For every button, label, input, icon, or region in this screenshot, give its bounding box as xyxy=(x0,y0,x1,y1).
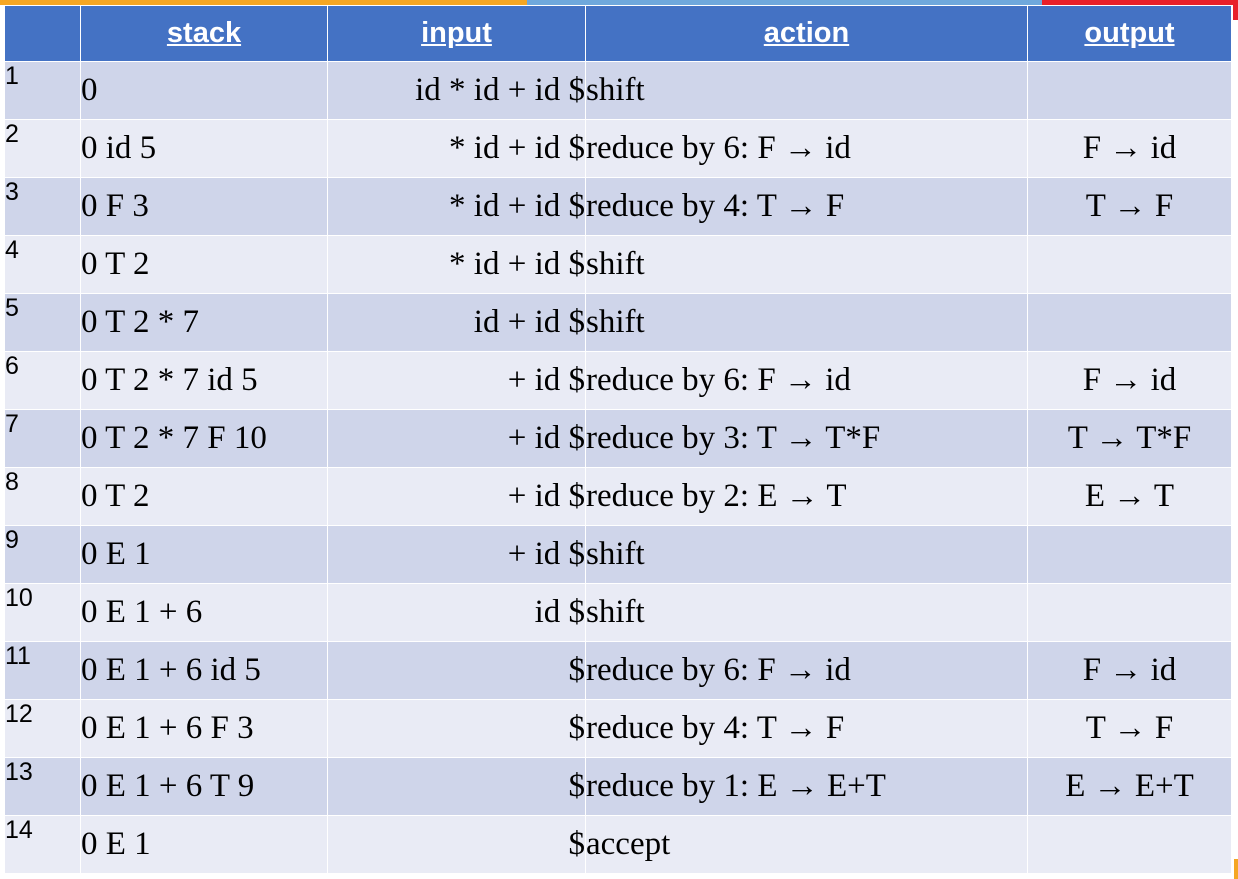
stack-cell: 0 E 1 + 6 xyxy=(80,583,328,642)
row-number: 13 xyxy=(4,757,81,816)
top-accent-orange xyxy=(0,0,527,5)
stack-cell: 0 xyxy=(80,61,328,120)
input-cell: * id + id $ xyxy=(327,235,586,294)
action-cell: reduce by 2: E → T xyxy=(585,467,1028,526)
row-number: 4 xyxy=(4,235,81,294)
action-cell: shift xyxy=(585,235,1028,294)
stack-cell: 0 id 5 xyxy=(80,119,328,178)
header-output: output xyxy=(1027,5,1232,62)
header-row: stack input action output xyxy=(4,5,1232,62)
stack-cell: 0 T 2 * 7 F 10 xyxy=(80,409,328,468)
stack-cell: 0 E 1 xyxy=(80,525,328,584)
input-cell: id + id $ xyxy=(327,293,586,352)
action-cell: reduce by 1: E → E+T xyxy=(585,757,1028,816)
input-cell: $ xyxy=(327,815,586,874)
top-accent-blue xyxy=(527,0,1042,5)
row-number: 7 xyxy=(4,409,81,468)
row-number: 9 xyxy=(4,525,81,584)
top-accent-red xyxy=(1042,0,1238,5)
action-cell: accept xyxy=(585,815,1028,874)
output-cell: T → F xyxy=(1027,177,1232,236)
output-cell: E → E+T xyxy=(1027,757,1232,816)
output-cell: T → F xyxy=(1027,699,1232,758)
input-cell: + id $ xyxy=(327,409,586,468)
row-number: 5 xyxy=(4,293,81,352)
header-action: action xyxy=(585,5,1028,62)
action-cell: reduce by 4: T → F xyxy=(585,699,1028,758)
input-cell: id $ xyxy=(327,583,586,642)
output-cell: T → T*F xyxy=(1027,409,1232,468)
row-number: 3 xyxy=(4,177,81,236)
row-number: 11 xyxy=(4,641,81,700)
stack-cell: 0 E 1 + 6 T 9 xyxy=(80,757,328,816)
output-cell xyxy=(1027,293,1232,352)
output-cell xyxy=(1027,815,1232,874)
input-cell: + id $ xyxy=(327,467,586,526)
stack-cell: 0 T 2 xyxy=(80,235,328,294)
action-cell: reduce by 6: F → id xyxy=(585,351,1028,410)
row-number: 10 xyxy=(4,583,81,642)
right-accent-red xyxy=(1233,0,1238,20)
row-number: 2 xyxy=(4,119,81,178)
input-cell: + id $ xyxy=(327,525,586,584)
header-input: input xyxy=(327,5,586,62)
output-cell: F → id xyxy=(1027,119,1232,178)
action-cell: reduce by 4: T → F xyxy=(585,177,1028,236)
stack-cell: 0 T 2 * 7 id 5 xyxy=(80,351,328,410)
output-cell: E → T xyxy=(1027,467,1232,526)
header-index xyxy=(4,5,81,62)
input-cell: $ xyxy=(327,699,586,758)
header-stack: stack xyxy=(80,5,328,62)
action-cell: shift xyxy=(585,61,1028,120)
input-cell: id * id + id $ xyxy=(327,61,586,120)
output-cell xyxy=(1027,235,1232,294)
action-cell: reduce by 3: T → T*F xyxy=(585,409,1028,468)
input-cell: * id + id $ xyxy=(327,119,586,178)
output-cell: F → id xyxy=(1027,641,1232,700)
action-cell: reduce by 6: F → id xyxy=(585,641,1028,700)
right-accent-orange xyxy=(1234,859,1238,879)
input-cell: * id + id $ xyxy=(327,177,586,236)
row-number: 14 xyxy=(4,815,81,874)
action-cell: shift xyxy=(585,293,1028,352)
action-cell: shift xyxy=(585,525,1028,584)
output-cell xyxy=(1027,583,1232,642)
input-cell: $ xyxy=(327,641,586,700)
action-cell: shift xyxy=(585,583,1028,642)
stack-cell: 0 E 1 + 6 F 3 xyxy=(80,699,328,758)
stack-cell: 0 T 2 * 7 xyxy=(80,293,328,352)
stack-cell: 0 E 1 + 6 id 5 xyxy=(80,641,328,700)
input-cell: $ xyxy=(327,757,586,816)
action-cell: reduce by 6: F → id xyxy=(585,119,1028,178)
stack-cell: 0 F 3 xyxy=(80,177,328,236)
row-number: 8 xyxy=(4,467,81,526)
output-cell xyxy=(1027,61,1232,120)
row-number: 12 xyxy=(4,699,81,758)
row-number: 1 xyxy=(4,61,81,120)
stack-cell: 0 E 1 xyxy=(80,815,328,874)
output-cell: F → id xyxy=(1027,351,1232,410)
input-cell: + id $ xyxy=(327,351,586,410)
row-number: 6 xyxy=(4,351,81,410)
stack-cell: 0 T 2 xyxy=(80,467,328,526)
output-cell xyxy=(1027,525,1232,584)
